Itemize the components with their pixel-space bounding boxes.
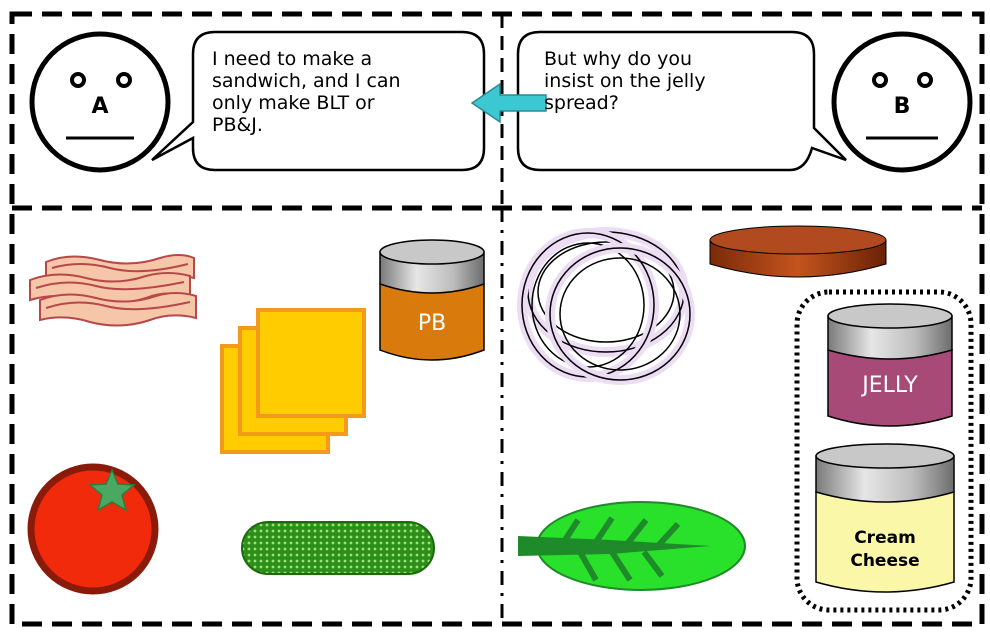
jelly-jar-label: JELLY: [860, 373, 918, 398]
pb-jar-illustration: PB: [379, 239, 485, 361]
arrow-left: [470, 82, 547, 124]
spread-options-group: [794, 289, 974, 613]
pb-jar-label: PB: [418, 311, 446, 336]
face-b: B: [831, 31, 973, 173]
cheese-slices-illustration: [220, 308, 366, 454]
speech-bubble-a: [151, 30, 486, 172]
cream-cheese-label-line1: Cream: [854, 528, 916, 548]
speech-text-b: But why do you insist on the jelly sprea…: [544, 48, 706, 114]
face-b-letter: B: [894, 94, 911, 119]
speech-bubble-b: [516, 30, 847, 172]
onion-rings-illustration: [517, 227, 695, 385]
face-a: A: [29, 31, 171, 173]
face-a-letter: A: [91, 94, 108, 119]
speech-text-a: I need to make a sandwich, and I can onl…: [212, 48, 401, 136]
cream-cheese-jar-illustration: Cream Cheese: [815, 443, 955, 593]
outer-frame: [9, 11, 985, 627]
jelly-jar-illustration: JELLY: [827, 303, 953, 427]
pickle-illustration: [241, 521, 435, 575]
lettuce-illustration: [518, 501, 746, 591]
meat-slice-illustration: [709, 225, 887, 278]
bacon-illustration: [29, 254, 197, 327]
cream-cheese-label-line2: Cheese: [850, 551, 919, 571]
tomato-illustration: [27, 463, 159, 595]
